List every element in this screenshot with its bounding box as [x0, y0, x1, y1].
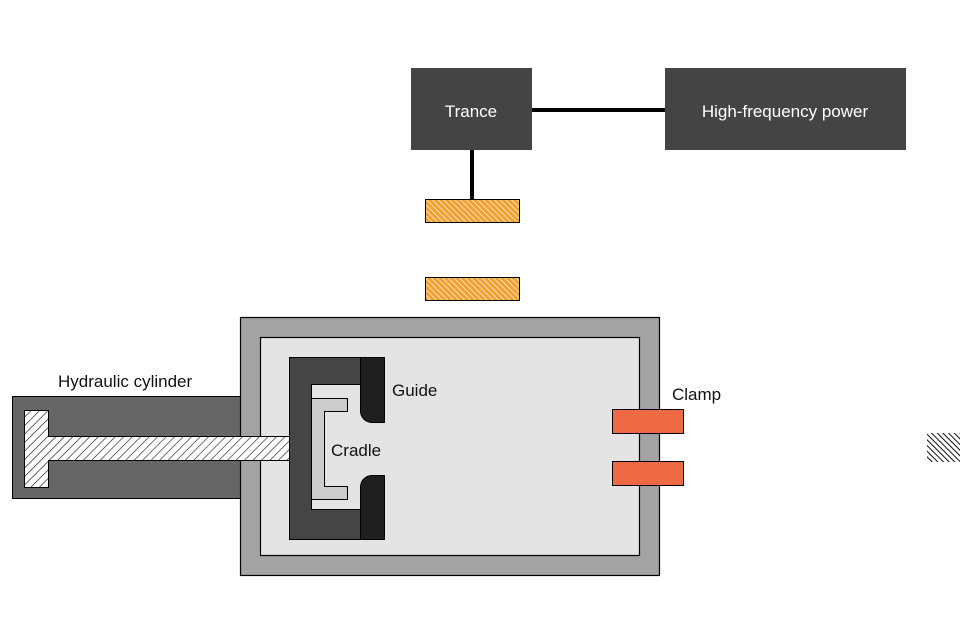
cradle-label: Cradle — [331, 441, 381, 460]
guide-lower — [360, 475, 385, 540]
guide-upper — [360, 357, 385, 423]
clamp-label: Clamp — [672, 385, 721, 404]
hydraulic-piston — [24, 410, 290, 488]
induction-coil-upper — [425, 199, 520, 223]
guide-label: Guide — [392, 381, 437, 400]
hydraulic-cylinder-label: Hydraulic cylinder — [58, 372, 192, 391]
clamp-lower — [612, 461, 684, 486]
cradle — [311, 398, 348, 500]
high-frequency-power-block: High-frequency power — [665, 68, 906, 150]
clamp-upper — [612, 409, 684, 434]
hatch-legend-swatch — [927, 433, 960, 462]
induction-coil-lower — [425, 277, 520, 301]
power-label: High-frequency power — [702, 102, 869, 121]
trance-block: Trance — [411, 68, 532, 150]
trance-label: Trance — [445, 102, 497, 121]
